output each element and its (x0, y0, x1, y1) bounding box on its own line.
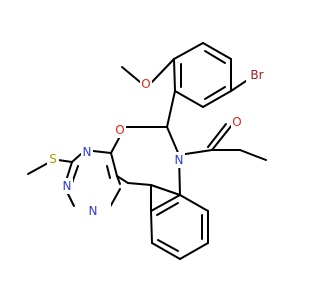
bond (179, 242, 209, 260)
bond (173, 58, 176, 92)
bond (204, 86, 226, 100)
bond (127, 182, 152, 186)
svg-text:N: N (63, 179, 72, 193)
bond (174, 90, 204, 108)
bond (151, 242, 181, 260)
bond (27, 162, 49, 175)
svg-text:S: S (49, 152, 57, 166)
bond (109, 188, 121, 208)
svg-text:N: N (83, 145, 92, 159)
bond (106, 165, 111, 179)
bond (211, 124, 233, 151)
atom-n-triazine-bottom: N (75, 203, 111, 219)
molecule-diagram: Br O O O N N N N (27, 42, 267, 260)
bond (156, 202, 179, 216)
atom-n-triazine-top: N (81, 144, 93, 160)
bond (202, 42, 232, 60)
bond (166, 90, 176, 128)
atom-s: S (47, 151, 59, 167)
bond (239, 149, 267, 161)
atom-labels: Br O O O N N N N (47, 67, 266, 219)
svg-text:O: O (232, 115, 241, 129)
bond (116, 175, 129, 184)
bonds (27, 42, 267, 260)
bond (150, 210, 153, 244)
atom-n-triazine-left: N (61, 178, 73, 194)
svg-text:N: N (89, 204, 98, 218)
bond (57, 159, 73, 163)
bond (110, 152, 118, 177)
bond (92, 150, 112, 154)
bond (166, 126, 180, 156)
atom-o-ring: O (114, 122, 126, 138)
bond (71, 153, 82, 163)
bond (150, 194, 181, 212)
svg-text:O: O (141, 77, 150, 91)
bond (116, 175, 121, 185)
atom-o-carbonyl: O (231, 114, 243, 130)
atom-br: Br (246, 67, 266, 83)
atom-o-methoxy: O (140, 76, 152, 92)
bond (179, 194, 209, 212)
bond (173, 42, 204, 60)
svg-text:O: O (115, 123, 124, 137)
bond (204, 50, 226, 64)
bond (157, 239, 179, 252)
bond (121, 66, 141, 83)
bond (150, 184, 181, 196)
bond (207, 123, 227, 148)
svg-text:N: N (175, 153, 184, 167)
bond (202, 90, 232, 108)
bond (151, 58, 175, 83)
bond (65, 161, 73, 182)
atom-n-amide: N (173, 152, 185, 168)
svg-text:Br: Br (250, 68, 263, 82)
